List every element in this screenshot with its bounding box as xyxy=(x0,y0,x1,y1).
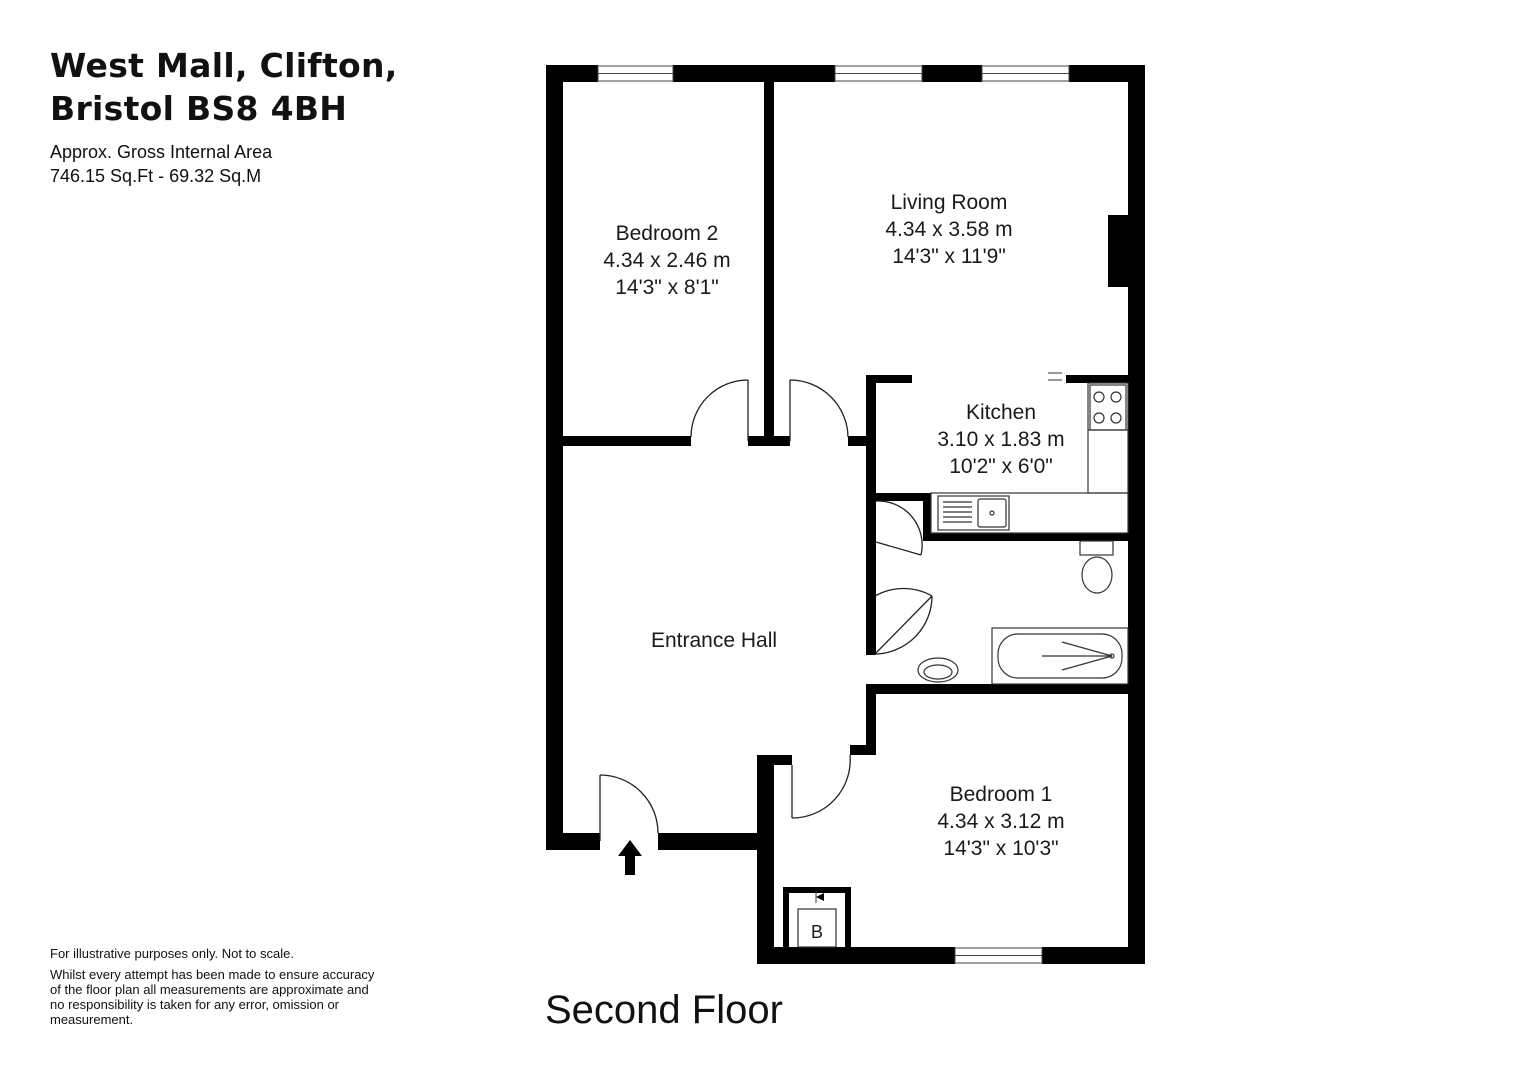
entrance-hall-name: Entrance Hall xyxy=(651,629,777,652)
bedroom2-name: Bedroom 2 xyxy=(616,222,719,245)
gross-area-label: Approx. Gross Internal Area xyxy=(50,142,273,162)
floor-label: Second Floor xyxy=(545,988,783,1032)
gross-area-block: Approx. Gross Internal Area 746.15 Sq.Ft… xyxy=(50,140,272,188)
door-living xyxy=(789,379,849,441)
bathroom-fixtures xyxy=(917,540,1129,685)
kitchen-opening-marks xyxy=(1048,372,1062,381)
kitchen-worktop-bottom xyxy=(930,492,1129,534)
washbasin-icon xyxy=(917,657,959,683)
boiler-cupboard: B xyxy=(797,891,837,948)
address-line-2: Bristol BS8 4BH xyxy=(50,89,348,128)
interior-walls xyxy=(563,82,1128,949)
entrance-arrow-icon xyxy=(618,840,642,875)
living-room-name: Living Room xyxy=(891,191,1008,214)
window-glazing-lines xyxy=(598,73,1069,956)
address-line-1: West Mall, Clifton, xyxy=(50,46,398,85)
door-swings xyxy=(599,379,933,841)
kitchen-fixtures xyxy=(930,382,1129,534)
bedroom2-metric: 4.34 x 2.46 m xyxy=(603,249,730,272)
bedroom1-metric: 4.34 x 3.12 m xyxy=(937,810,1064,833)
door-bedroom1 xyxy=(791,754,851,819)
kitchen-metric: 3.10 x 1.83 m xyxy=(937,428,1064,451)
disclaimer-line-1: For illustrative purposes only. Not to s… xyxy=(50,946,294,961)
boiler-arrow-icon xyxy=(816,893,824,901)
bedroom1-name: Bedroom 1 xyxy=(950,783,1053,806)
hob-icon xyxy=(1089,384,1127,431)
gross-area-value: 746.15 Sq.Ft - 69.32 Sq.M xyxy=(50,166,262,186)
living-room-imperial: 14'3" x 11'9" xyxy=(892,245,1006,268)
room-labels: Bedroom 2 4.34 x 2.46 m 14'3" x 8'1" Liv… xyxy=(603,191,1064,860)
bedroom1-imperial: 14'3" x 10'3" xyxy=(943,837,1058,860)
door-cupboard xyxy=(875,500,923,556)
property-address: West Mall, Clifton, Bristol BS8 4BH xyxy=(50,44,398,130)
kitchen-imperial: 10'2" x 6'0" xyxy=(949,455,1053,478)
toilet-bowl-icon xyxy=(1081,556,1113,594)
toilet-cistern-icon xyxy=(1079,540,1114,556)
door-bathroom xyxy=(874,587,933,655)
bedroom2-imperial: 14'3" x 8'1" xyxy=(615,276,719,299)
kitchen-name: Kitchen xyxy=(966,401,1036,424)
outer-walls xyxy=(546,65,1145,964)
disclaimer: For illustrative purposes only. Not to s… xyxy=(50,946,380,1027)
living-room-metric: 4.34 x 3.58 m xyxy=(885,218,1012,241)
disclaimer-line-2: Whilst every attempt has been made to en… xyxy=(50,967,375,1027)
sink-icon xyxy=(937,495,1010,531)
door-entrance xyxy=(599,774,659,841)
bath-icon xyxy=(991,627,1129,685)
door-bedroom2 xyxy=(690,379,749,441)
boiler-label: B xyxy=(811,922,823,942)
